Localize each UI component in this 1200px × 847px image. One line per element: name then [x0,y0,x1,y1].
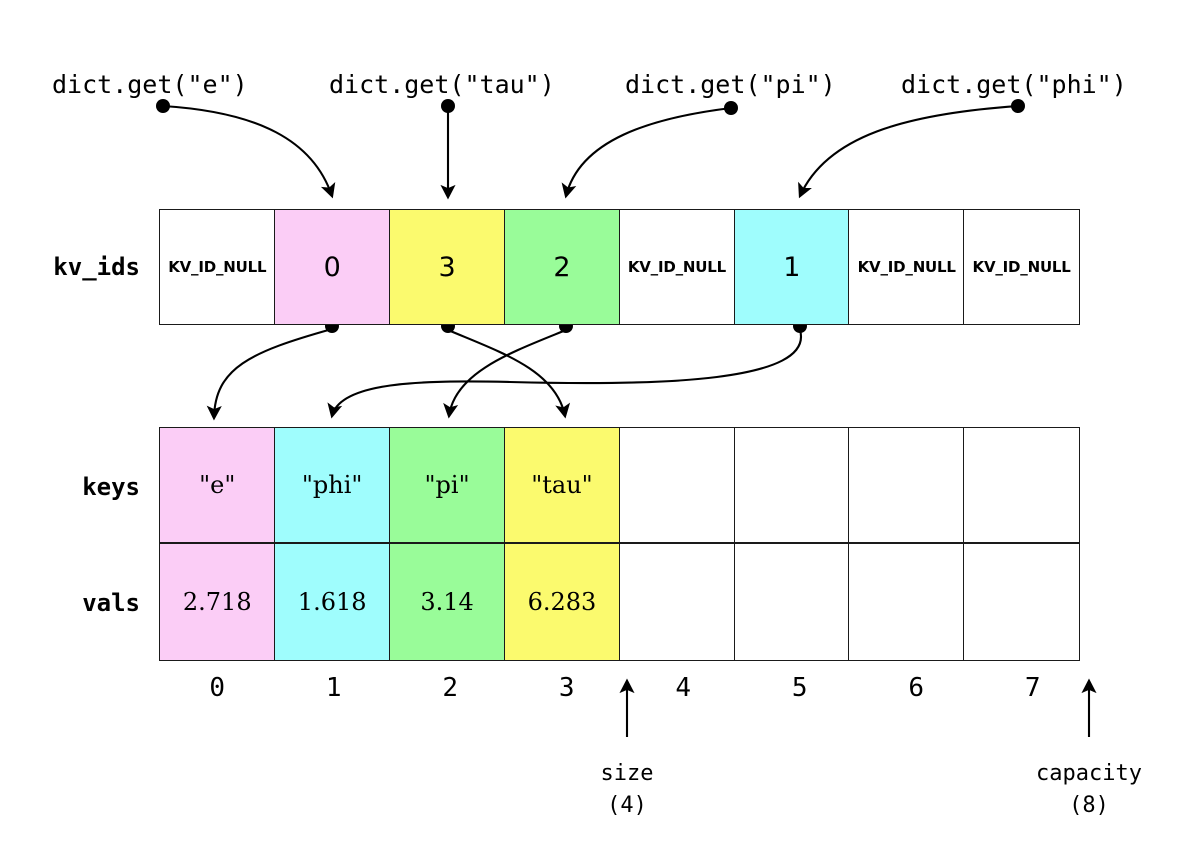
cell-vals-7[interactable] [963,543,1080,661]
cell-keys-1-text: "phi" [301,471,363,499]
cell-kv_ids-1-text: 0 [323,251,341,283]
cell-kv_ids-6[interactable]: KV_ID_NULL [848,209,965,325]
call-label-pi[interactable]: dict.get("pi") [625,70,836,99]
size-annotation-name: size [600,761,654,786]
cell-kv_ids-7[interactable]: KV_ID_NULL [963,209,1080,325]
index-label-6: 6 [908,673,925,703]
kvid-arrow-slot3 [443,329,567,419]
call-label-tau[interactable]: dict.get("tau") [329,70,555,99]
array-vals: 2.718 1.618 3.14 6.283 [159,543,1091,661]
index-ruler: 0 1 2 3 4 5 6 7 [159,673,1091,703]
call-arrow-e [162,104,336,199]
cell-kv_ids-6-text: KV_ID_NULL [857,258,956,276]
cell-keys-3[interactable]: "tau" [503,427,621,543]
cell-kv_ids-7-text: KV_ID_NULL [972,258,1071,276]
cell-kv_ids-4[interactable]: KV_ID_NULL [618,209,736,325]
cell-kv_ids-3-text: 2 [553,251,571,283]
index-label-7: 7 [1024,673,1041,703]
array-keys: "e" "phi" "pi" "tau" [159,427,1091,543]
cell-vals-2-text: 3.14 [420,588,474,616]
cell-kv_ids-2[interactable]: 3 [388,209,506,325]
row-label-vals: vals [82,589,140,617]
cell-vals-6[interactable] [848,543,965,661]
capacity-annotation-value: (8) [1069,792,1109,818]
cell-keys-3-text: "tau" [531,471,593,499]
cell-keys-4[interactable] [618,427,736,543]
cell-vals-1-text: 1.618 [297,588,367,616]
call-arrow-pi [561,106,732,199]
cell-vals-3[interactable]: 6.283 [503,543,621,661]
size-annotation: size (4) [527,758,727,822]
cell-keys-0[interactable]: "e" [159,427,276,543]
index-label-2: 2 [442,673,459,703]
capacity-annotation: capacity (8) [989,758,1189,822]
cell-kv_ids-4-text: KV_ID_NULL [627,258,726,276]
cell-vals-0-text: 2.718 [182,588,252,616]
cell-vals-1[interactable]: 1.618 [273,543,391,661]
cell-keys-2-text: "pi" [424,471,470,499]
call-origin-dots [156,99,1025,115]
cell-vals-2[interactable]: 3.14 [388,543,506,661]
kvid-arrow-slot5 [327,329,803,419]
cell-keys-6[interactable] [848,427,965,543]
call-label-phi[interactable]: dict.get("phi") [901,70,1127,99]
cell-kv_ids-0[interactable]: KV_ID_NULL [159,209,276,325]
cell-kv_ids-1[interactable]: 0 [273,209,391,325]
kvid-arrow-slot1 [206,327,333,421]
index-label-1: 1 [325,673,342,703]
cell-keys-7[interactable] [963,427,1080,543]
cell-keys-5[interactable] [733,427,851,543]
cell-keys-0-text: "e" [199,471,236,499]
cell-kv_ids-5-text: 1 [783,251,801,283]
cell-vals-5[interactable] [733,543,851,661]
cell-keys-2[interactable]: "pi" [388,427,506,543]
call-label-e[interactable]: dict.get("e") [52,70,248,99]
cell-vals-0[interactable]: 2.718 [159,543,276,661]
cell-kv_ids-5[interactable]: 1 [733,209,851,325]
cell-kv_ids-0-text: KV_ID_NULL [168,258,267,276]
array-kv-ids: KV_ID_NULL 0 3 2 KV_ID_NULL 1 KV_ID_NULL KV_ID_… [159,209,1091,325]
kvid-arrow-slot2 [447,329,571,419]
size-annotation-value: (4) [607,792,647,818]
capacity-annotation-name: capacity [1036,761,1142,786]
index-label-0: 0 [209,673,226,703]
cell-vals-3-text: 6.283 [527,588,597,616]
cell-vals-4[interactable] [618,543,736,661]
row-label-keys: keys [82,473,140,501]
index-label-3: 3 [558,673,575,703]
row-label-kv-ids: kv_ids [53,253,140,281]
index-label-5: 5 [791,673,808,703]
cell-kv_ids-2-text: 3 [438,251,456,283]
cell-keys-1[interactable]: "phi" [273,427,391,543]
cell-kv_ids-3[interactable]: 2 [503,209,621,325]
index-label-4: 4 [675,673,692,703]
call-arrow-phi [798,104,1019,199]
